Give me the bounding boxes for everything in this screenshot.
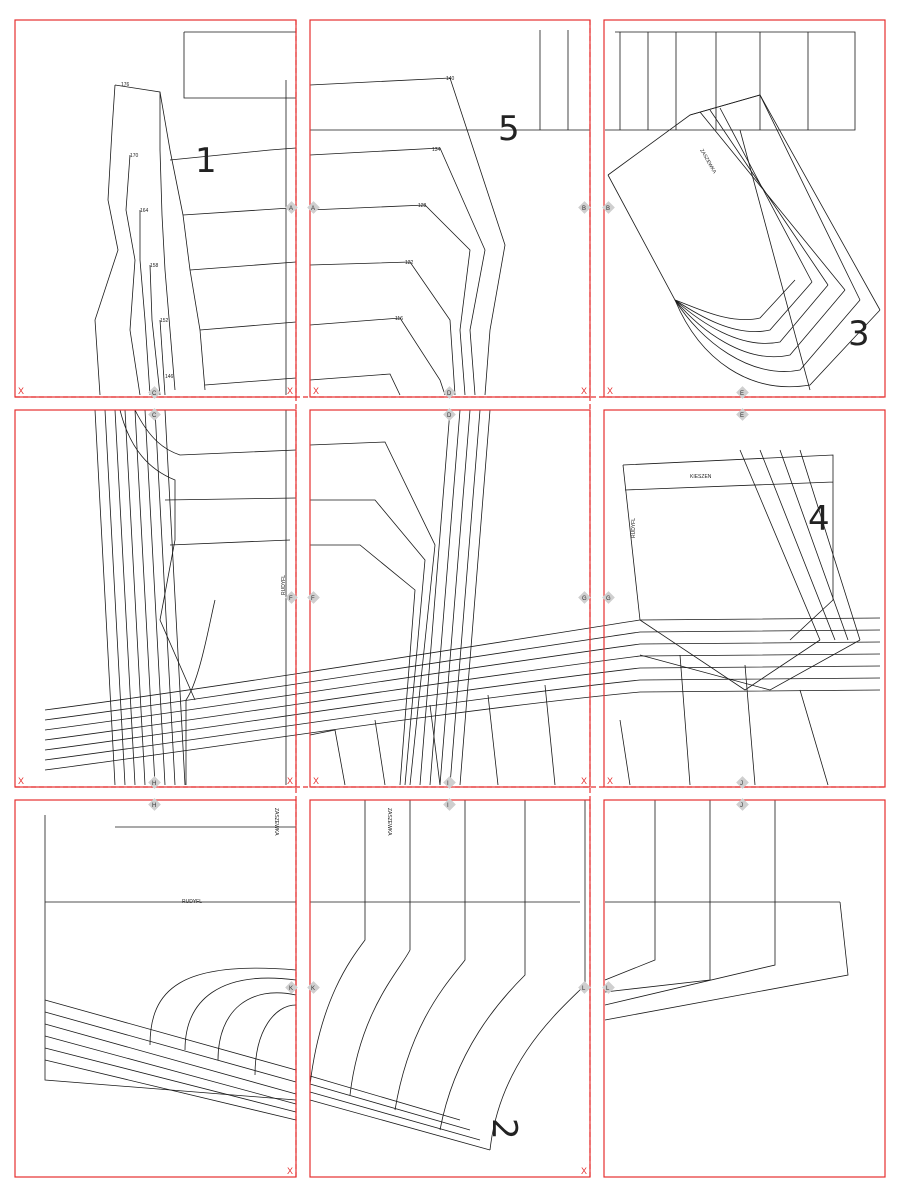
svg-text:E: E [740, 391, 744, 397]
corner-x: X [607, 386, 613, 396]
svg-text:A: A [289, 206, 293, 212]
marker-C2: C [148, 408, 161, 421]
corner-x: X [607, 776, 613, 786]
size-label: 176 [121, 82, 130, 88]
tile-r1c1 [14, 19, 297, 398]
piece-number-2: 2 [484, 1118, 524, 1140]
marker-G: G [578, 591, 591, 604]
svg-text:L: L [606, 986, 610, 992]
piece-number-3: 3 [848, 314, 870, 354]
svg-text:F: F [289, 596, 293, 602]
label-rudyfl-3: RUDYFL [631, 518, 637, 538]
piece-number-1: 1 [195, 141, 217, 181]
svg-text:B: B [582, 206, 586, 212]
marker-C: C [148, 386, 161, 399]
tile-r3c3 [603, 799, 886, 1178]
label-rudyfl: RUDYFL [182, 899, 202, 905]
marker-L: L [578, 981, 591, 994]
piece-number-5: 5 [498, 109, 520, 149]
svg-text:C: C [152, 413, 157, 419]
pattern-lines [44, 30, 881, 1151]
size-label: 170 [130, 153, 139, 159]
piece-number-4: 4 [808, 499, 830, 539]
tile-r2c2 [309, 409, 591, 788]
svg-text:A: A [311, 206, 315, 212]
corner-x: X [313, 386, 319, 396]
svg-text:C: C [152, 391, 157, 397]
svg-text:F: F [311, 596, 315, 602]
label-zaszewka-3: ZASZEWKA [698, 148, 717, 175]
marker-A: A [285, 201, 298, 214]
corner-x: X [581, 386, 587, 396]
svg-text:I: I [447, 781, 449, 787]
svg-text:E: E [740, 413, 744, 419]
corner-x: X [18, 386, 24, 396]
tile-r3c2 [309, 799, 591, 1178]
label-zaszewka-2: ZASZEWKA [273, 808, 279, 836]
svg-text:H: H [152, 781, 156, 787]
size-label: 152 [160, 318, 169, 324]
marker-K2: K [307, 981, 320, 994]
size-label: 128 [418, 203, 427, 209]
svg-text:H: H [152, 803, 156, 809]
svg-text:D: D [447, 413, 452, 419]
corner-x: X [287, 1166, 293, 1176]
corner-x: X [18, 776, 24, 786]
svg-text:K: K [289, 986, 293, 992]
svg-text:J: J [740, 781, 743, 787]
svg-text:J: J [740, 803, 743, 809]
tile-r3c1 [14, 799, 297, 1178]
corner-x: X [581, 776, 587, 786]
svg-text:K: K [311, 986, 315, 992]
svg-text:D: D [447, 391, 452, 397]
size-label: 134 [432, 147, 441, 153]
corner-x: X [581, 1166, 587, 1176]
size-labels: 176 170 164 158 152 146 140 134 128 122 … [121, 76, 455, 380]
size-label: 158 [150, 263, 159, 269]
marker-A2: A [307, 201, 320, 214]
size-label: 140 [446, 76, 455, 82]
marker-D: D [443, 386, 456, 399]
corner-x: X [287, 776, 293, 786]
corner-x: X [313, 776, 319, 786]
label-kieszen: KIESZEN [690, 474, 712, 480]
corner-x: X [287, 386, 293, 396]
svg-text:B: B [606, 206, 610, 212]
svg-text:G: G [606, 596, 611, 602]
tile-r2c3 [603, 409, 886, 788]
svg-text:L: L [582, 986, 586, 992]
marker-B: B [578, 201, 591, 214]
label-rudyfl-2: RUDYFL [281, 575, 287, 595]
svg-text:G: G [582, 596, 587, 602]
size-label: 164 [140, 208, 149, 214]
size-label: 146 [165, 374, 174, 380]
marker-F2: F [307, 591, 320, 604]
label-zaszewka: ZASZEWKA [386, 808, 392, 836]
tile-frames [14, 19, 886, 1178]
svg-text:I: I [447, 803, 449, 809]
size-label: 116 [395, 316, 403, 322]
marker-D2: D [443, 408, 456, 421]
size-label: 122 [405, 260, 414, 266]
